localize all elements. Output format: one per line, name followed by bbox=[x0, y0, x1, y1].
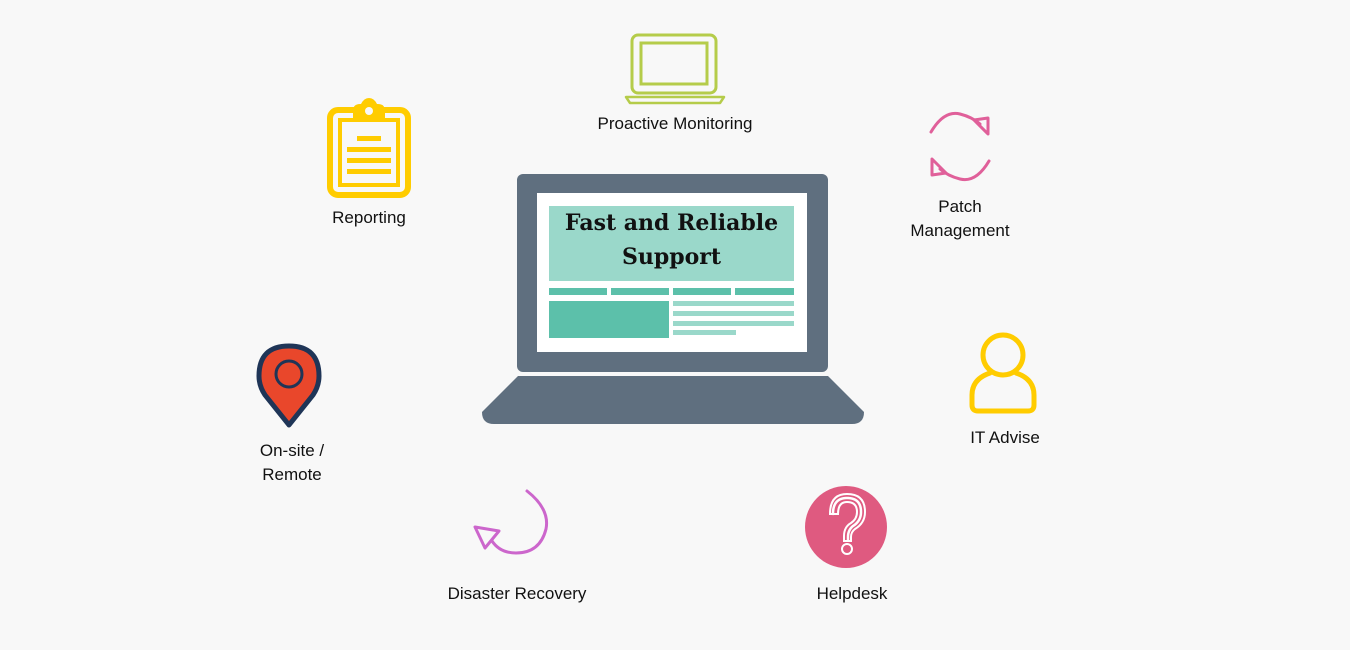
screen-nav-bar-3 bbox=[673, 288, 731, 295]
screen-nav-bar-1 bbox=[549, 288, 607, 295]
screen-image-block bbox=[549, 301, 669, 338]
map-pin-icon bbox=[256, 343, 322, 428]
service-label: IT Advise bbox=[970, 428, 1040, 447]
screen-header-block bbox=[549, 206, 794, 281]
service-label: Patch Management bbox=[910, 197, 1010, 240]
service-label: Reporting bbox=[332, 208, 406, 227]
refresh-arrows-icon bbox=[929, 111, 991, 182]
screen-text-line-4 bbox=[673, 330, 736, 335]
user-icon bbox=[969, 332, 1037, 414]
laptop-outline-icon bbox=[624, 33, 726, 105]
screen-title: Fast and Reliable Support bbox=[564, 210, 779, 270]
question-circle-icon bbox=[805, 486, 887, 568]
service-label: On-site / Remote bbox=[259, 441, 325, 484]
service-label: Helpdesk bbox=[816, 584, 888, 603]
circular-arrow-icon bbox=[473, 489, 549, 555]
service-label: Proactive Monitoring bbox=[597, 114, 753, 133]
screen-nav-bar-4 bbox=[735, 288, 794, 295]
laptop-base bbox=[482, 376, 864, 424]
service-label: Disaster Recovery bbox=[447, 584, 587, 603]
screen-nav-bar-2 bbox=[611, 288, 669, 295]
screen-text-line-1 bbox=[673, 301, 794, 306]
clipboard-icon bbox=[327, 98, 411, 198]
screen-text-line-3 bbox=[673, 321, 794, 326]
screen-text-line-2 bbox=[673, 311, 794, 316]
center-laptop-icon bbox=[482, 174, 864, 424]
